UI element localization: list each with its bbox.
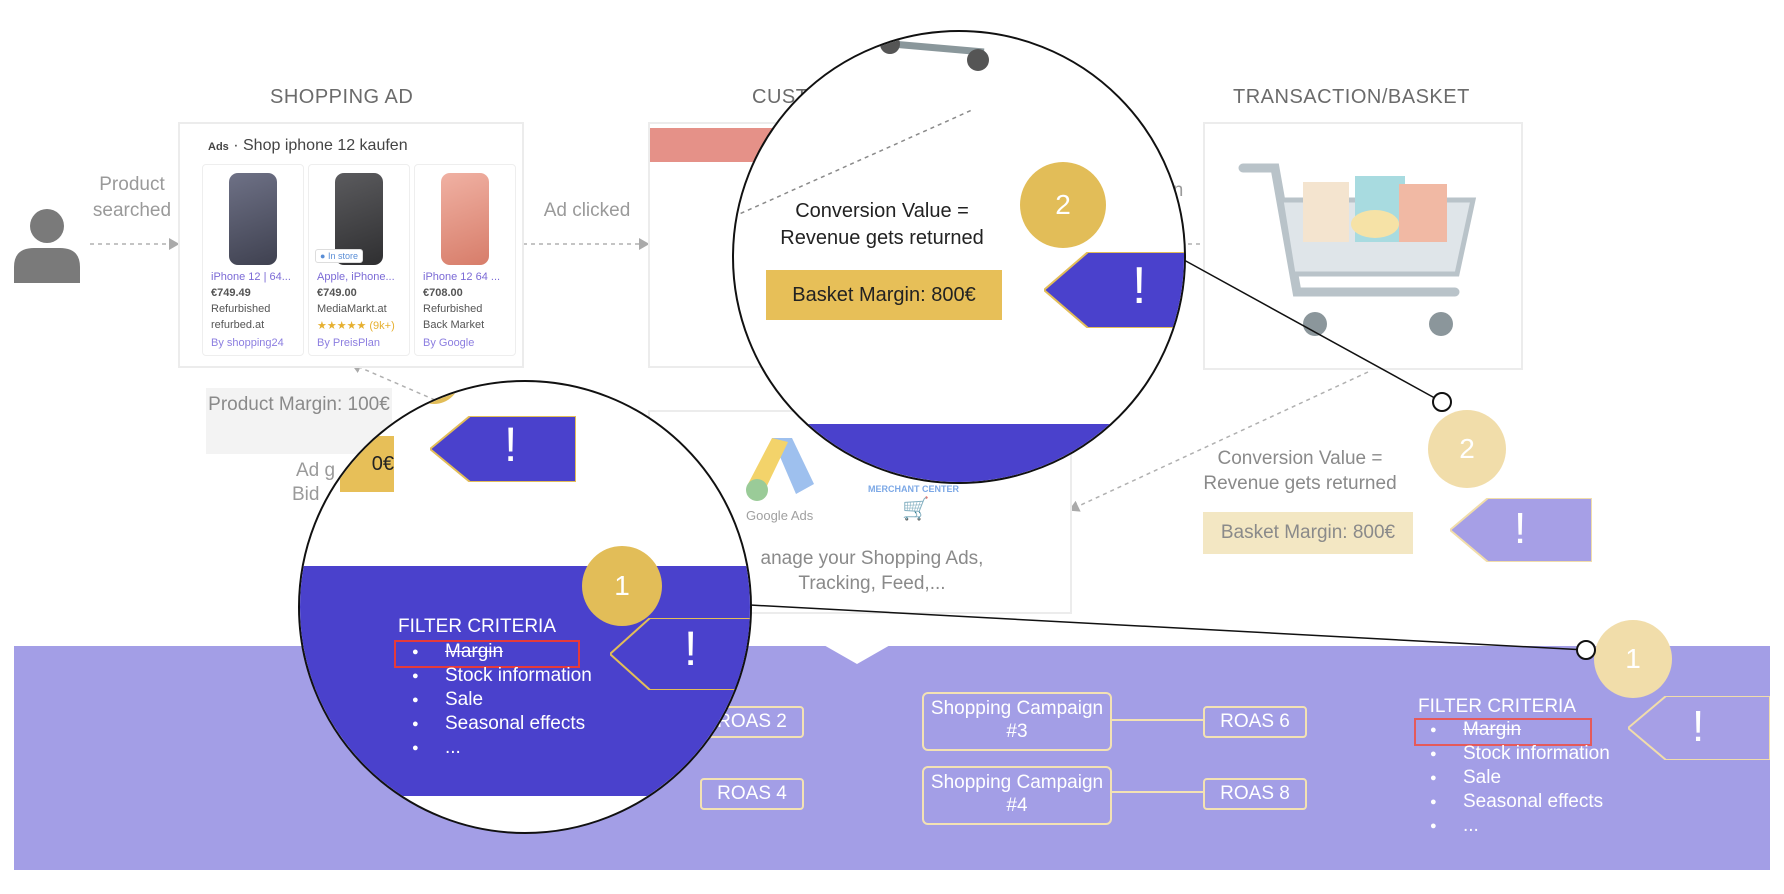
campaign-4-pill[interactable]: Shopping Campaign #4	[922, 766, 1112, 825]
product-name: iPhone 12 64 ...	[423, 271, 501, 283]
user-icon	[12, 205, 82, 283]
conversion-label-right: Conversion Value = Revenue gets returned	[1203, 448, 1397, 494]
product-rating: ★★★★★ (9k+)	[317, 320, 395, 332]
cart-wheel-icon	[874, 32, 1014, 82]
product-price: €749.49	[211, 287, 251, 299]
product-price: €708.00	[423, 287, 463, 299]
conversion-label: Conversion Value = Revenue gets returned	[780, 200, 984, 249]
mag-top-badge	[408, 382, 460, 404]
product-tile[interactable]: iPhone 12 64 ... €708.00 Refurbished Bac…	[414, 164, 516, 356]
filter-title-right: FILTER CRITERIA	[1418, 696, 1576, 717]
band-notch	[822, 644, 892, 664]
alert-exclaim: !	[1692, 702, 1705, 751]
filter-title: FILTER CRITERIA	[398, 616, 556, 637]
filter-item: Sale	[1430, 766, 1610, 790]
shopping-cart-icon	[1238, 163, 1477, 336]
mag-alert-tag: !	[428, 415, 577, 483]
filter-item: ...	[412, 736, 592, 760]
product-merchant: By Google	[423, 337, 475, 349]
in-store-badge: ● In store	[315, 249, 363, 263]
product-seller: MediaMarkt.at	[317, 303, 387, 315]
filter-alert-tag: !	[608, 617, 750, 691]
basket-margin-box: Basket Margin: 800€	[766, 270, 1002, 320]
product-tile[interactable]: ● In store Apple, iPhone... €749.00 Medi…	[308, 164, 410, 356]
section-title-transaction: TRANSACTION/BASKET	[1233, 86, 1470, 108]
product-searched-label: Product searched	[92, 174, 172, 221]
basket-margin-right: Basket Margin: 800€	[1203, 512, 1413, 554]
merchant-cart-icon: 🛒	[902, 496, 930, 521]
filter-list: Margin Stock information Sale Seasonal e…	[412, 640, 592, 760]
product-name: iPhone 12 | 64...	[211, 271, 291, 283]
ad-bid-label-2: Bid	[292, 484, 320, 505]
filter-item: Sale	[412, 688, 592, 712]
campaign-3-pill[interactable]: Shopping Campaign #3	[922, 692, 1112, 751]
product-tile[interactable]: iPhone 12 | 64... €749.49 Refurbished re…	[202, 164, 304, 356]
product-merchant: By shopping24	[211, 337, 284, 349]
product-price: €749.00	[317, 287, 357, 299]
magnifier-conversion: 2 Conversion Value = Revenue gets return…	[732, 30, 1186, 484]
merchant-center-label: MERCHANT CENTER	[868, 484, 959, 494]
product-condition: Refurbished	[211, 303, 271, 315]
product-seller: refurbed.at	[211, 319, 265, 331]
filter-item: Margin	[1430, 718, 1610, 742]
ad-query: · Shop iphone 12 kaufen	[233, 137, 408, 154]
phone-image	[441, 173, 489, 265]
magnifier-dashed-line	[734, 109, 973, 218]
alert-exclaim: !	[1514, 504, 1527, 553]
ad-card-heading: Ads · Shop iphone 12 kaufen	[208, 137, 408, 155]
filter-item: Seasonal effects	[412, 712, 592, 736]
badge-2: 2	[1020, 162, 1106, 248]
shopping-ad-card[interactable]: Ads · Shop iphone 12 kaufen iPhone 12 | …	[178, 122, 524, 368]
product-condition: Refurbished	[423, 303, 483, 315]
magnifier-purple-band	[734, 424, 1184, 482]
basket-card	[1203, 122, 1523, 370]
partial-value-text: 0€	[371, 453, 394, 475]
alert-tag: !	[1042, 251, 1184, 329]
badge-1: 1	[582, 546, 662, 626]
badge-2-right: 2	[1428, 410, 1506, 488]
partial-flow-label: n	[1172, 180, 1184, 201]
google-ads-label: Google Ads	[746, 508, 814, 523]
phone-image	[229, 173, 277, 265]
filter-item: Margin	[412, 640, 592, 664]
ad-bid-label-1: Ad g	[296, 460, 336, 481]
filter-item: Stock information	[412, 664, 592, 688]
roas-6-box: ROAS 6	[1203, 706, 1307, 738]
roas-8-box: ROAS 8	[1203, 778, 1307, 810]
filter-item: Seasonal effects	[1430, 790, 1610, 814]
filter-item: ...	[1430, 814, 1610, 838]
section-title-shopping-ad: SHOPPING AD	[270, 86, 414, 108]
product-seller: Back Market	[423, 319, 485, 331]
product-name: Apple, iPhone...	[317, 271, 395, 283]
mag-partial-value: 0€	[340, 436, 394, 492]
magnifier-filter: 0€ ! 1 FILTER CRITERIA Margin Stock info…	[298, 380, 752, 834]
alert-exclaim: !	[504, 419, 518, 472]
filter-list-right: Margin Stock information Sale Seasonal e…	[1430, 718, 1610, 838]
filter-item: Stock information	[1430, 742, 1610, 766]
product-merchant: By PreisPlan	[317, 337, 380, 349]
alert-exclaim: !	[1132, 257, 1147, 315]
ad-clicked-label: Ad clicked	[543, 200, 631, 221]
badge-1-right: 1	[1594, 620, 1672, 698]
alert-exclaim: !	[684, 623, 698, 676]
manage-text: anage your Shopping Ads, Tracking, Feed,…	[760, 548, 984, 594]
ads-label: Ads	[208, 141, 229, 153]
